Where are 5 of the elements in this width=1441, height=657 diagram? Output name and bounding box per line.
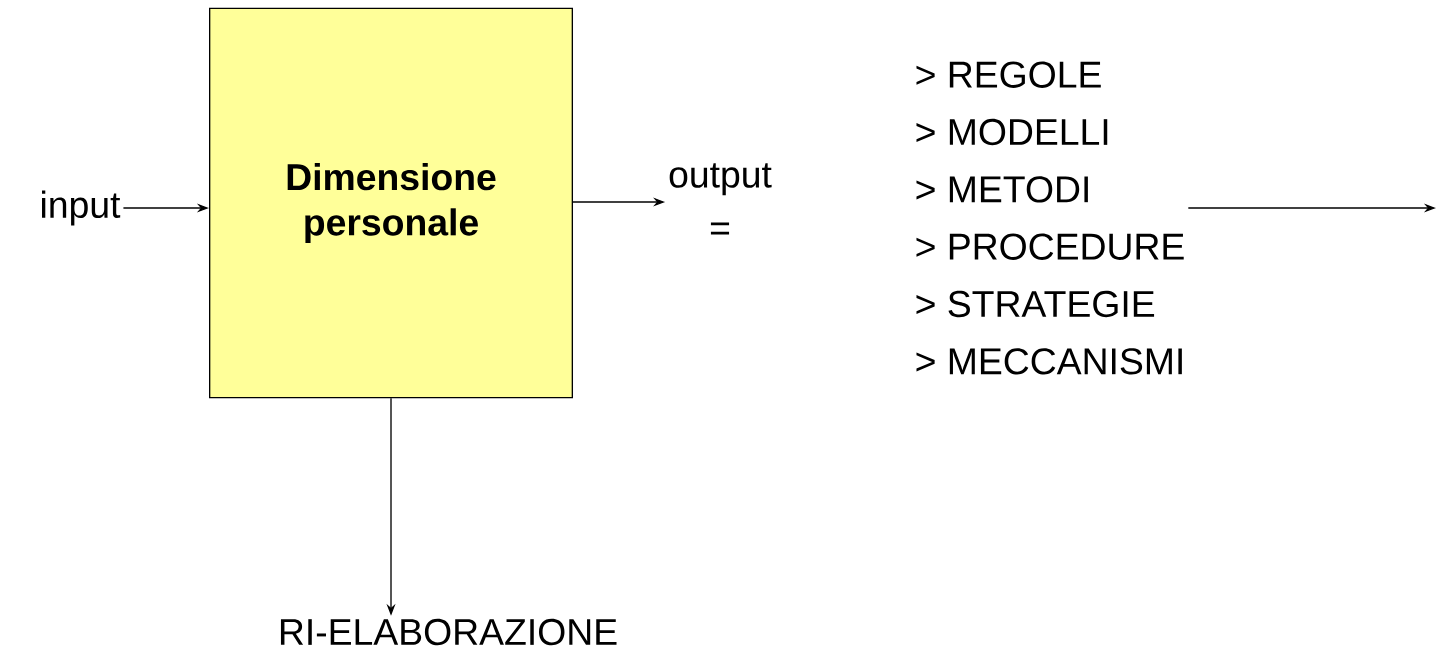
process-box: Dimensione personale — [209, 7, 573, 399]
label-text: input — [42, 190, 121, 226]
item-list: > REGOLE > MODELLI > METODI > PROCEDURE > STRATEGIE > MECCANISMI — [916, 61, 1184, 375]
label-text: output = — [669, 163, 772, 235]
label-text: RI-ELABORAZIONE — [280, 618, 617, 646]
